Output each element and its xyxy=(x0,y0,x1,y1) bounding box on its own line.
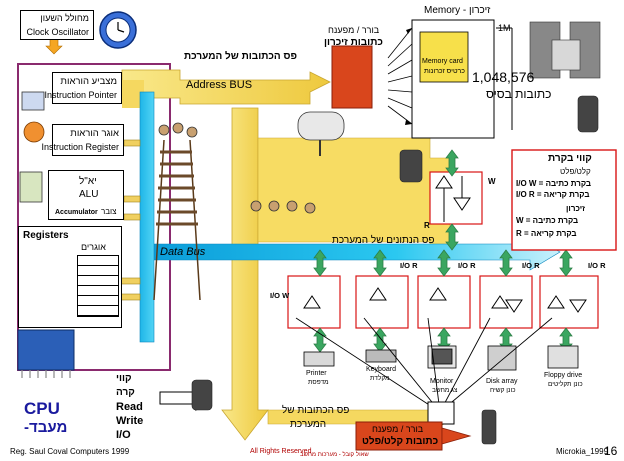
mem-gate-r: R xyxy=(424,221,430,230)
io-decoder-box xyxy=(355,421,443,451)
control-write: Write xyxy=(116,415,144,427)
device-disk-eng: Disk array xyxy=(486,378,518,385)
ir-label-eng: Instruction Register xyxy=(41,142,119,152)
data-bus-heb: פס הנתונים של המערכת xyxy=(332,235,435,246)
control-io: I/O xyxy=(116,429,131,441)
memory-card-eng: Memory card xyxy=(422,58,463,65)
ip-label-eng: Instruction Pointer xyxy=(44,90,117,100)
clock-label-eng: Clock Oscillator xyxy=(26,27,89,37)
ir-label-heb: אוגר הוראות xyxy=(70,128,119,139)
register-stack xyxy=(77,255,119,317)
control-title: קווי בקרת xyxy=(548,153,592,164)
device-keyboard-eng: Keyboard xyxy=(366,366,396,373)
device-printer-heb: מדפסת xyxy=(308,379,329,386)
mem-decoder-heb2: כתובות זיכרון xyxy=(324,37,383,48)
device-monitor-heb: צג מחשב xyxy=(432,387,458,394)
control-mem-line-0: W = בקרת כתיבה xyxy=(516,216,579,225)
control-mem-title: זיכרון xyxy=(566,204,586,213)
memory-count-heb: כתובות בסיס xyxy=(486,87,552,101)
memory-card xyxy=(419,31,469,83)
footer-heb-note: שאול קובל - מערכות מחשב xyxy=(300,452,369,458)
instruction-pointer-box: מצביע הוראות Instruction Pointer xyxy=(44,72,122,104)
control-lines-heb2: קרה xyxy=(116,387,135,398)
mem-decoder-heb1: בורר / מפענח xyxy=(328,25,380,35)
footer-rights: All Rights Reserved xyxy=(250,448,312,455)
cpu-frame xyxy=(17,63,171,371)
address-bus-bottom-1: פס הכתובות של xyxy=(282,405,350,416)
instruction-register-box: אוגר הוראות Instruction Register xyxy=(41,124,124,156)
accumulator-label-eng: Accumulator xyxy=(55,209,98,216)
alu-box: יא"ל ALU Accumulator צובר xyxy=(48,170,124,220)
control-read: Read xyxy=(116,401,143,413)
address-bus-heb: פס הכתובות של המערכת xyxy=(184,51,297,62)
io-gate-r-3: I/O R xyxy=(458,261,476,270)
control-lines-heb1: קווי xyxy=(116,373,132,384)
cpu-label-eng: CPU xyxy=(24,399,60,418)
alu-label-heb: יא"ל xyxy=(79,176,97,187)
io-gate-w-1: I/O W xyxy=(270,291,290,300)
device-disk-heb: כונן קשיח xyxy=(490,387,516,394)
device-printer-eng: Printer xyxy=(306,370,327,377)
address-bus-eng: Address BUS xyxy=(186,79,253,91)
clock-label-heb: מחולל השעון xyxy=(40,13,89,23)
cpu-chip xyxy=(17,329,75,371)
memory-card-heb: כרטיס זכרונות xyxy=(424,68,465,75)
accumulator-label-heb: צובר xyxy=(101,207,117,216)
registers-label-eng: Registers xyxy=(23,230,69,241)
io-gate-r-5: I/O R xyxy=(588,261,606,270)
footer-page: 16 xyxy=(604,444,618,458)
cpu-label-heb: -מעבד xyxy=(24,419,68,436)
control-line-0: I/O W = בקרת כתיבה xyxy=(516,179,592,188)
address-bus-bottom-2: המערכת xyxy=(290,419,327,430)
data-bus-vertical xyxy=(139,91,155,343)
memory-title: Memory - זיכרון xyxy=(424,5,491,16)
memory-count: 1,048,576 xyxy=(472,69,535,85)
memory-1m: 1M xyxy=(498,23,511,33)
control-sub: קלט/פלט xyxy=(560,167,591,176)
alu-label-eng: ALU xyxy=(79,189,99,200)
footer-slide: Microkia_1999 xyxy=(556,447,609,456)
io-gate-r-4: I/O R xyxy=(522,261,540,270)
io-gate-r-2: I/O R xyxy=(400,261,418,270)
device-floppy-eng: Floppy drive xyxy=(544,372,583,379)
device-keyboard-heb: מקלדת xyxy=(370,375,390,382)
mem-gate-w: W xyxy=(488,177,496,186)
io-decoder-heb2: כתובות קלט/פלט xyxy=(362,436,439,447)
device-floppy-heb: כונן תקליטים xyxy=(548,381,583,388)
control-mem-line-1: R = בקרת קריאה xyxy=(516,229,577,238)
address-bus-arrow xyxy=(121,69,331,105)
ip-label-heb: מצביע הוראות xyxy=(60,76,117,87)
io-decoder-heb1: בורר / מפענח xyxy=(372,424,424,434)
memory-decoder-box xyxy=(331,45,373,109)
registers-label-heb: אוגרים xyxy=(81,242,106,252)
data-bus-eng: Data Bus xyxy=(160,246,206,258)
clock-oscillator-box: מחולל השעון Clock Oscillator xyxy=(20,10,94,40)
device-monitor-eng: Monitor xyxy=(430,378,454,385)
registers-box: Registers אוגרים xyxy=(18,226,122,328)
control-line-1: I/O R = בקרת קריאה xyxy=(516,190,590,199)
control-legend-box xyxy=(511,149,617,251)
footer-credit: Reg. Saul Coval Computers 1999 xyxy=(10,447,130,456)
